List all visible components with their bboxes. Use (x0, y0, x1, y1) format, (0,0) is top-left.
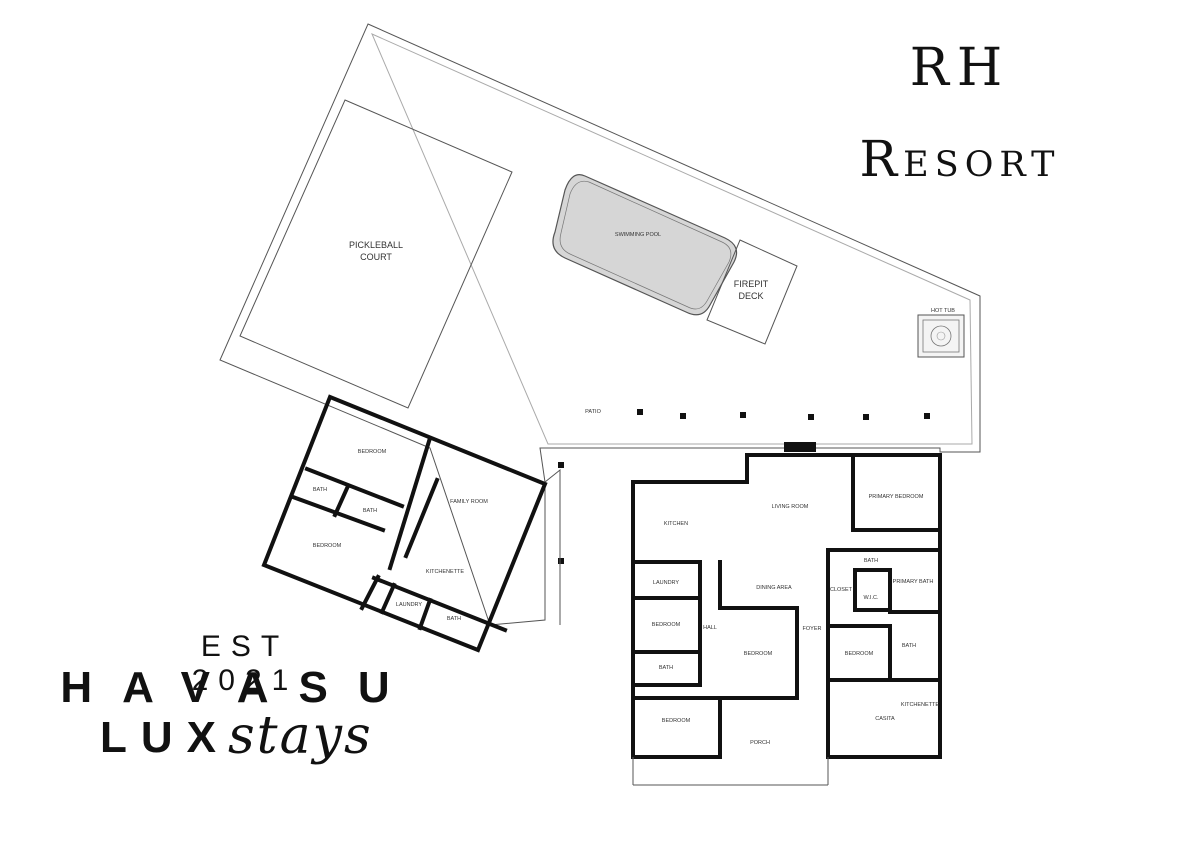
laundry-1-label: LAUNDRY (396, 602, 423, 608)
pickleball-label-1: PICKLEBALL (349, 240, 403, 250)
bedroom-right-label: BEDROOM (845, 651, 874, 657)
guest-bath-1-label: BATH (313, 487, 327, 493)
firepit-label-2: DECK (738, 291, 763, 301)
guest-bedroom-1-label: BEDROOM (358, 449, 387, 455)
bath-left-label: BATH (659, 665, 673, 671)
kitchen-label: KITCHEN (664, 521, 688, 527)
logo-est: EST 2021 (191, 630, 299, 697)
logo-lux: LUX (100, 713, 230, 762)
swimming-pool: SWIMMING POOL (552, 174, 738, 316)
pickleball-label-2: COURT (360, 252, 392, 262)
living-room-label: LIVING ROOM (772, 504, 809, 510)
patio: PATIO (558, 409, 930, 564)
casita-label: CASITA (875, 716, 895, 722)
guest-house: BEDROOM BATH BATH BEDROOM FAMILY ROOM KI… (261, 394, 548, 653)
kitchenette-2-label: KITCHENETTE (901, 702, 940, 708)
pickleball-court: PICKLEBALL COURT (239, 99, 513, 409)
guest-bedroom-2-label: BEDROOM (313, 543, 342, 549)
bedroom-center-label: BEDROOM (744, 651, 773, 657)
closet-label: CLOSET (830, 587, 853, 593)
yard-outline (219, 23, 981, 626)
logo-stays: stays (228, 706, 373, 766)
wic-label: W.I.C. (864, 595, 879, 601)
bedroom-left-label: BEDROOM (652, 622, 681, 628)
logo-havasu: HAVASU (60, 663, 420, 712)
laundry-2-label: LAUNDRY (653, 580, 680, 586)
swimming-pool-label: SWIMMING POOL (615, 232, 661, 238)
guest-bath-2-label: BATH (363, 508, 377, 514)
firepit-deck: FIREPIT DECK (706, 239, 798, 345)
bath-right-label: BATH (902, 643, 916, 649)
primary-bedroom-label: PRIMARY BEDROOM (869, 494, 924, 500)
main-house: KITCHEN LIVING ROOM PRIMARY BEDROOM LAUN… (544, 453, 942, 786)
title-rh: RH (909, 38, 1011, 98)
bath-main-label: BATH (864, 558, 878, 564)
dining-area-label: DINING AREA (756, 585, 792, 591)
hot-tub-label: HOT TUB (931, 308, 955, 314)
patio-label: PATIO (585, 409, 601, 415)
hall-label: HALL (703, 625, 717, 631)
porch-label: PORCH (750, 740, 770, 746)
kitchenette-1-label: KITCHENETTE (426, 569, 465, 575)
bedroom-bottom-label: BEDROOM (662, 718, 691, 724)
foyer-label: FOYER (803, 626, 822, 632)
guest-bath-3-label: BATH (447, 616, 461, 622)
title-resort: Resort (859, 130, 1061, 188)
primary-bath-label: PRIMARY BATH (893, 579, 934, 585)
firepit-label-1: FIREPIT (734, 279, 769, 289)
hot-tub: HOT TUB (917, 308, 965, 358)
family-room-label: FAMILY ROOM (450, 499, 488, 505)
